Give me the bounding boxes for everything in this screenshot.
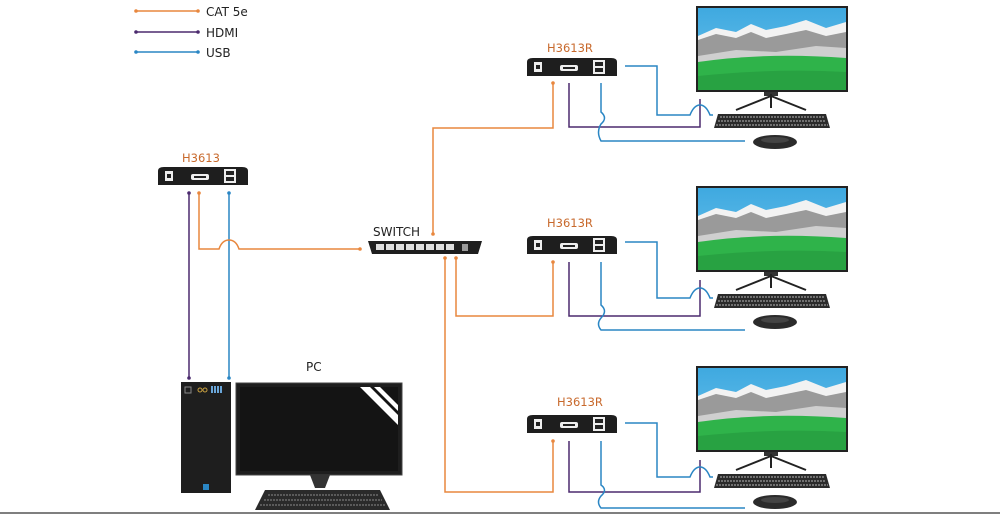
usb-cable-keyboard-2 [625,241,713,299]
monitor-2-workstation-icon [695,185,849,330]
legend-item-cat5e: CAT 5e [134,5,248,19]
receiver-3-device-icon [527,415,617,433]
transmitter-label: H3613 [182,151,220,165]
network-switch: SWITCH [368,225,482,254]
receiver-3-label: H3613R [557,395,603,409]
monitor-3-workstation-icon [695,365,849,510]
cat5e-cable-switch [198,193,360,250]
hdmi-cable-monitor-1 [568,83,701,128]
receiver-2-label: H3613R [547,216,593,230]
receiver-1-device-icon [527,58,617,76]
pc: PC [181,360,403,510]
legend-item-usb: USB [134,46,231,60]
hdmi-cable-monitor-3 [568,441,701,493]
usb-cable-mouse-3 [597,441,745,509]
legend-label-cat5e: CAT 5e [206,5,248,19]
usb-cable-mouse-1 [597,83,745,142]
transmitter-h3613: H3613 [158,151,248,185]
cat5e-cable-receiver-2 [455,258,554,317]
switch-cables [432,83,554,493]
receiver-1: H3613R [527,5,849,150]
receiver-2-device-icon [527,236,617,254]
pc-label: PC [306,360,322,374]
transmitter-cables [187,191,362,380]
hdmi-cable-monitor-2 [568,262,701,317]
pc-tower-icon [181,382,231,493]
receiver-2: H3613R [527,185,849,331]
transmitter-device-icon [158,167,248,185]
receiver-3: H3613R [527,365,849,510]
cat5e-cable-receiver-1 [432,83,554,234]
pc-monitor-icon [235,382,403,510]
legend-label-usb: USB [206,46,231,60]
monitor-1-workstation-icon [695,5,849,150]
switch-label: SWITCH [373,225,420,239]
legend: CAT 5e HDMI USB [134,5,248,60]
usb-cable-keyboard-3 [625,422,713,478]
legend-item-hdmi: HDMI [134,26,238,40]
receiver-1-label: H3613R [547,41,593,55]
cat5e-cable-receiver-3 [444,258,554,493]
usb-cable-keyboard-1 [625,65,713,116]
usb-cable-mouse-2 [597,262,745,331]
legend-label-hdmi: HDMI [206,26,238,40]
